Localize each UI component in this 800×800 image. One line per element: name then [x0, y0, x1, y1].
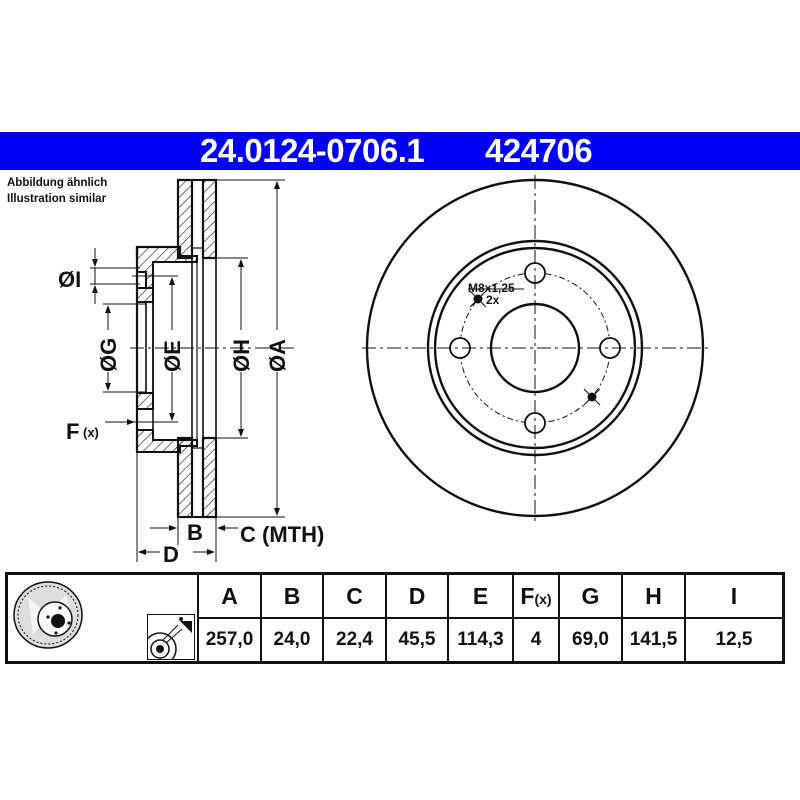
table-header-row: A B C D E F(x) G H I — [5, 572, 785, 664]
header-H: H — [621, 572, 686, 619]
header-A: A — [197, 572, 262, 619]
thread-label: M8x1,25 — [468, 281, 515, 295]
value-C: 22,4 — [322, 617, 387, 664]
header-F-suffix: (x) — [534, 590, 552, 607]
dimension-lines — [90, 179, 295, 562]
header-E: E — [447, 572, 514, 619]
note-english: Illustration similar — [7, 193, 107, 205]
section-view — [135, 178, 218, 519]
brake-disc-thumbnail-icon — [13, 581, 83, 649]
value-F: 4 — [512, 617, 560, 664]
header-F: F(x) — [512, 572, 560, 619]
header-I: I — [684, 572, 785, 619]
image-cell — [5, 572, 199, 664]
label-dia-G: ØG — [96, 338, 121, 372]
label-B: B — [187, 520, 203, 545]
note-german: Abbildung ähnlich — [7, 177, 108, 189]
friction-plate-bottom-right — [201, 436, 218, 519]
value-A: 257,0 — [197, 617, 262, 664]
thread-count: 2x — [486, 293, 500, 307]
label-dia-H: ØH — [229, 339, 254, 372]
technical-drawing: ØI ØG ØE ØH ØA F (x) B C (MTH) D M8x1,25… — [58, 175, 710, 567]
part-number: 24.0124-0706.1 — [200, 132, 425, 169]
header-F-letter: F — [520, 582, 535, 609]
hat-inner-ring — [433, 246, 637, 450]
label-F: F — [66, 419, 79, 444]
header-bar — [0, 132, 800, 170]
header-D: D — [385, 572, 449, 619]
label-C-mth: C (MTH) — [240, 522, 324, 547]
header-G: G — [558, 572, 623, 619]
spec-table: A B C D E F(x) G H I 257,0 24,0 22,4 45,… — [5, 572, 785, 664]
reference-number: 424706 — [485, 132, 593, 169]
value-E: 114,3 — [447, 617, 514, 664]
label-dia-I: ØI — [58, 267, 81, 292]
value-B: 24,0 — [260, 617, 324, 664]
value-H: 141,5 — [621, 617, 686, 664]
value-G: 69,0 — [558, 617, 623, 664]
header-C: C — [322, 572, 387, 619]
label-F-suffix: (x) — [83, 425, 99, 440]
label-dia-A: ØA — [265, 339, 290, 372]
friction-plate-bottom-left — [176, 436, 194, 519]
friction-plate-top-right — [201, 178, 218, 260]
value-D: 45,5 — [385, 617, 449, 664]
coating-spray-icon — [147, 614, 195, 660]
table-value-row: 257,0 24,0 22,4 45,5 114,3 4 69,0 141,5 … — [7, 617, 785, 664]
front-view — [362, 175, 710, 522]
label-D: D — [163, 542, 179, 567]
label-dia-E: ØE — [160, 340, 185, 372]
value-I: 12,5 — [684, 617, 785, 664]
header-B: B — [260, 572, 324, 619]
